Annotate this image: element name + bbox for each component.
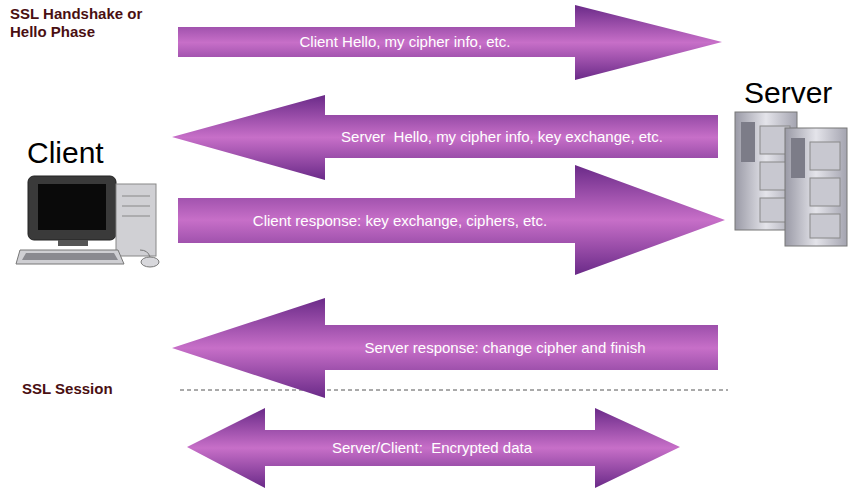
arrow-label: Server response: change cipher and finis… <box>364 339 645 357</box>
block-arrow: Server/Client: Encrypted data <box>187 408 680 488</box>
client-label: Client <box>27 136 104 170</box>
phase-title: SSL Handshake or Hello Phase <box>10 5 180 41</box>
arrow-fill <box>178 165 725 275</box>
arrow-label: Server Hello, my cipher info, key exchan… <box>341 128 663 146</box>
arrow-fill <box>187 408 680 488</box>
server-label: Server <box>744 76 832 110</box>
block-arrow: Server Hello, my cipher info, key exchan… <box>172 95 718 180</box>
separator-line <box>180 390 728 391</box>
arrow-fill <box>172 298 718 398</box>
arrow-fill <box>172 95 718 180</box>
block-arrow: Server response: change cipher and finis… <box>172 298 718 398</box>
arrow-label: Server/Client: Encrypted data <box>332 439 532 457</box>
computer-icon <box>16 176 159 267</box>
block-arrow: Client Hello, my cipher info, etc. <box>178 5 722 80</box>
arrow-label: Client response: key exchange, ciphers, … <box>253 212 547 230</box>
block-arrow: Client response: key exchange, ciphers, … <box>178 165 725 275</box>
arrow-label: Client Hello, my cipher info, etc. <box>300 33 511 51</box>
arrow-fill <box>178 5 722 80</box>
server-icon <box>735 112 847 246</box>
phase-title: SSL Session <box>22 380 192 398</box>
